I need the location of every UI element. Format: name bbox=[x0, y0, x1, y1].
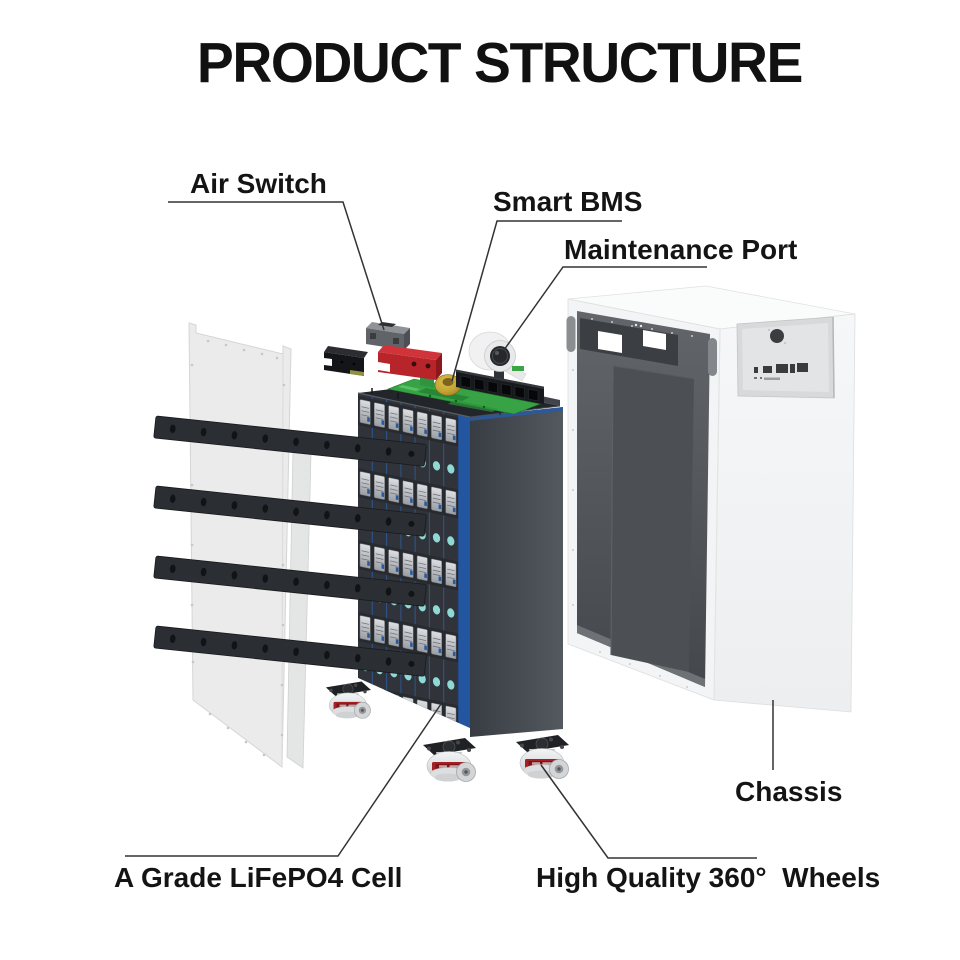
cell-row bbox=[358, 396, 458, 476]
leader-smart-bms bbox=[451, 220, 622, 382]
terminal-block bbox=[456, 369, 544, 405]
caster-wheel-right bbox=[515, 734, 570, 779]
label-maintenance-port: Maintenance Port bbox=[564, 234, 798, 265]
breaker-red bbox=[378, 345, 442, 380]
side-panel bbox=[188, 322, 312, 769]
connector-panel bbox=[736, 316, 835, 399]
cell-row bbox=[358, 612, 458, 692]
leader-air-switch bbox=[168, 201, 385, 331]
cell-row bbox=[358, 468, 458, 548]
leader-wheels bbox=[540, 764, 757, 859]
label-lifepo4-cell: A Grade LiFePO4 Cell bbox=[114, 862, 403, 893]
chassis-cabinet bbox=[566, 285, 856, 713]
leader-lines bbox=[125, 201, 774, 859]
air-switch-assembly bbox=[324, 322, 442, 380]
label-wheels: High Quality 360° Wheels bbox=[536, 862, 881, 893]
label-smart-bms: Smart BMS bbox=[493, 186, 643, 217]
cell-row bbox=[358, 540, 458, 620]
breaker-black bbox=[324, 346, 368, 376]
page-title: PRODUCT STRUCTURE bbox=[196, 31, 803, 95]
chassis-screws bbox=[572, 318, 693, 688]
label-air-switch: Air Switch bbox=[190, 168, 327, 199]
cell-array bbox=[358, 393, 470, 728]
maintenance-port-assembly bbox=[468, 331, 527, 382]
label-chassis: Chassis bbox=[735, 776, 843, 807]
battery-module bbox=[357, 374, 563, 737]
bms-pcb bbox=[386, 374, 542, 415]
caster-wheel-middle bbox=[422, 737, 477, 782]
leader-cell bbox=[125, 703, 442, 857]
leader-maintenance-port bbox=[503, 266, 707, 351]
caster-wheel-left bbox=[325, 681, 372, 719]
